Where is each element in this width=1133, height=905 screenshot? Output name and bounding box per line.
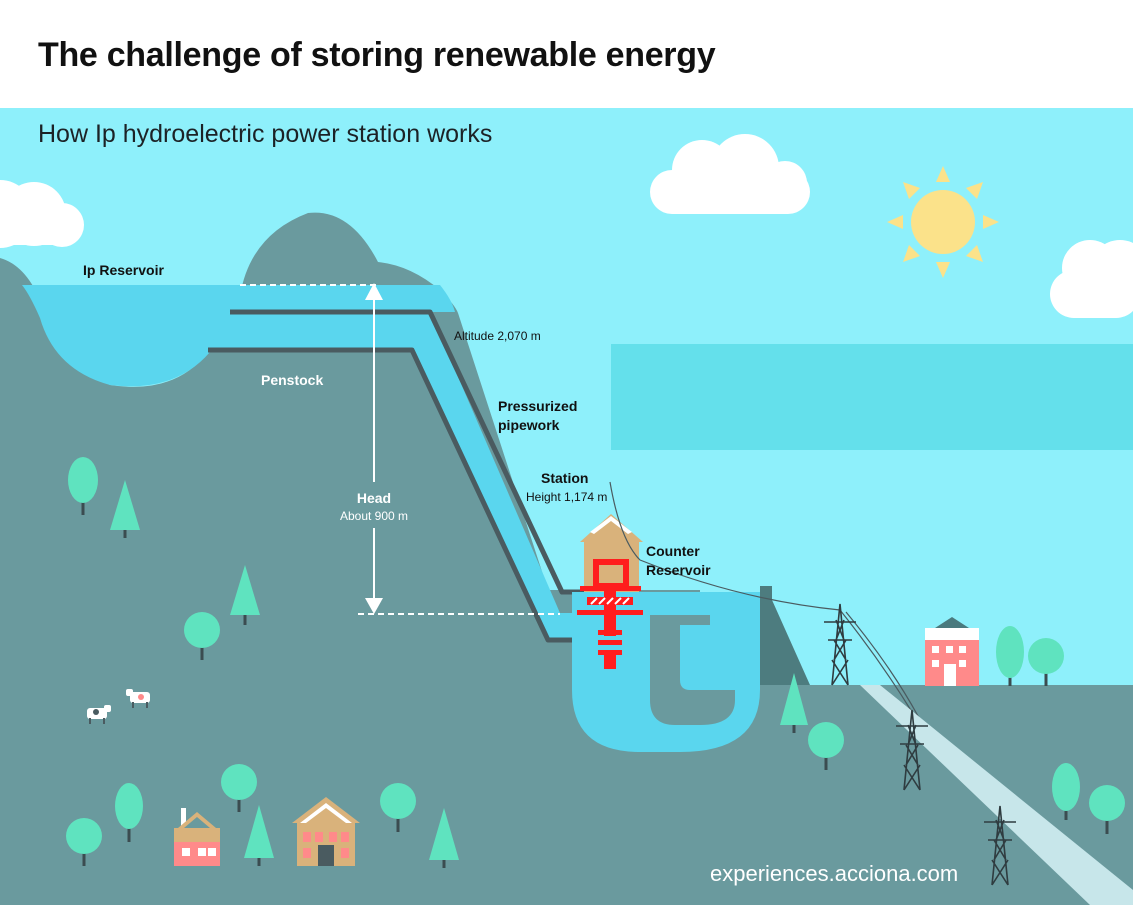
penstock-label: Penstock — [261, 372, 324, 388]
tree-icon — [996, 626, 1024, 686]
sun-icon — [887, 166, 999, 278]
shade-panel — [611, 344, 1133, 450]
tree-icon — [808, 722, 844, 770]
tree-icon — [1052, 763, 1080, 820]
credit-text: experiences.acciona.com — [710, 861, 959, 886]
pylon-icon — [984, 805, 1016, 886]
cow-icon — [87, 705, 111, 724]
ip-reservoir-label: Ip Reservoir — [83, 262, 164, 278]
counter-reservoir-label-line1: Counter — [646, 543, 700, 559]
cloud-right-icon — [1050, 240, 1133, 318]
hydro-diagram — [0, 108, 1133, 905]
cloud-center-icon — [650, 134, 810, 214]
tree-icon — [68, 457, 98, 515]
tree-icon — [115, 783, 143, 842]
station-label: Station — [541, 470, 589, 486]
tree-icon — [184, 612, 220, 660]
tree-icon — [429, 808, 459, 868]
page-subtitle: How Ip hydroelectric power station works — [38, 120, 493, 148]
head-arrow-up-icon — [365, 283, 383, 300]
counter-reservoir-inner — [650, 615, 735, 725]
road — [860, 685, 1133, 905]
tree-icon — [1028, 638, 1064, 686]
pipework-label-line1: Pressurized — [498, 398, 578, 414]
penstock-bottom-edge — [208, 347, 576, 643]
page-title: The challenge of storing renewable energ… — [38, 36, 716, 74]
cloud-left-icon — [0, 180, 84, 248]
pipework-label-line2: pipework — [498, 417, 560, 433]
penstock-water — [208, 312, 580, 640]
header-band — [0, 0, 1133, 108]
mountain — [0, 212, 700, 780]
pylon-icon — [824, 603, 856, 686]
tree-icon — [380, 783, 416, 832]
house-icon — [174, 808, 220, 866]
tree-icon — [1089, 785, 1125, 834]
altitude-label: Altitude 2,070 m — [454, 329, 541, 343]
cow-icon — [126, 689, 150, 708]
counter-reservoir-label-line2: Reservoir — [646, 562, 711, 578]
house-icon — [925, 617, 979, 686]
pylon-icon — [896, 709, 928, 791]
tree-icon — [66, 818, 102, 866]
tree-icon — [780, 673, 808, 733]
turbine-hatch — [590, 597, 630, 605]
dam-wall — [760, 586, 810, 685]
tree-icon — [221, 764, 257, 812]
head-value-label: About 900 m — [339, 509, 409, 523]
station-height-label: Height 1,174 m — [526, 490, 608, 504]
tree-icon — [230, 565, 260, 625]
head-arrow-down-icon — [365, 598, 383, 614]
house-icon — [292, 797, 360, 866]
tree-icon — [244, 805, 274, 866]
head-label: Head — [356, 490, 392, 506]
tree-icon — [110, 480, 140, 538]
